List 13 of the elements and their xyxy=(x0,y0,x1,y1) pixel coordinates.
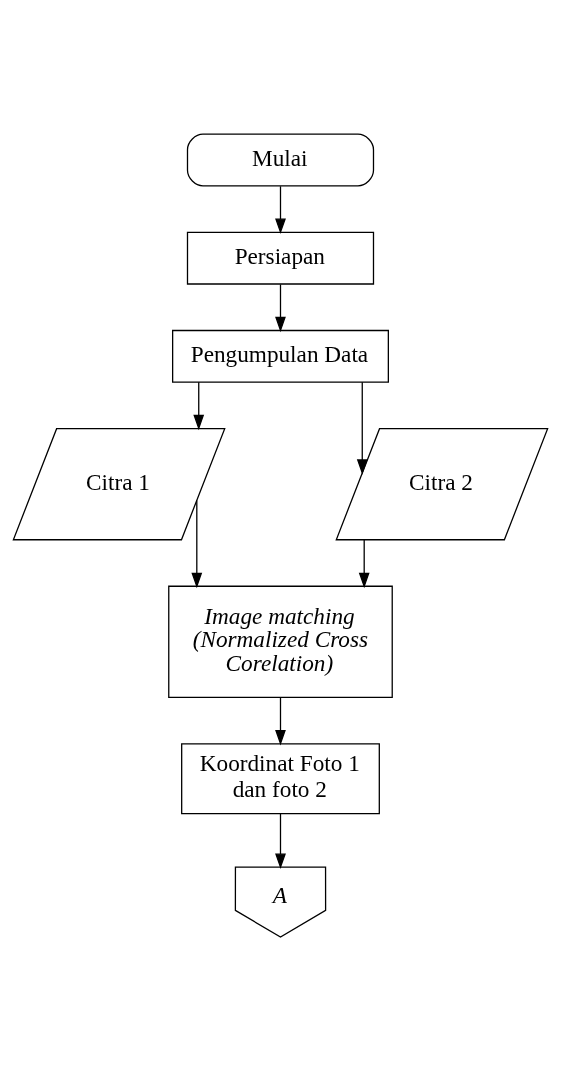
arrow xyxy=(275,696,286,745)
node-box: Koordinat Foto 1 dan foto 2 xyxy=(181,742,380,814)
arrow xyxy=(275,283,286,332)
node-box: Persiapan xyxy=(186,231,375,285)
arrow xyxy=(275,185,286,234)
node-box: Image matching (Normalized Cross Corelation) xyxy=(168,585,393,698)
arrow xyxy=(358,538,370,588)
arrow xyxy=(193,381,205,430)
node-box: Mulai xyxy=(186,133,375,186)
arrow xyxy=(275,812,286,869)
node-box: Pengumpulan Data xyxy=(172,329,389,383)
arrow xyxy=(356,381,368,475)
arrow xyxy=(191,499,203,588)
